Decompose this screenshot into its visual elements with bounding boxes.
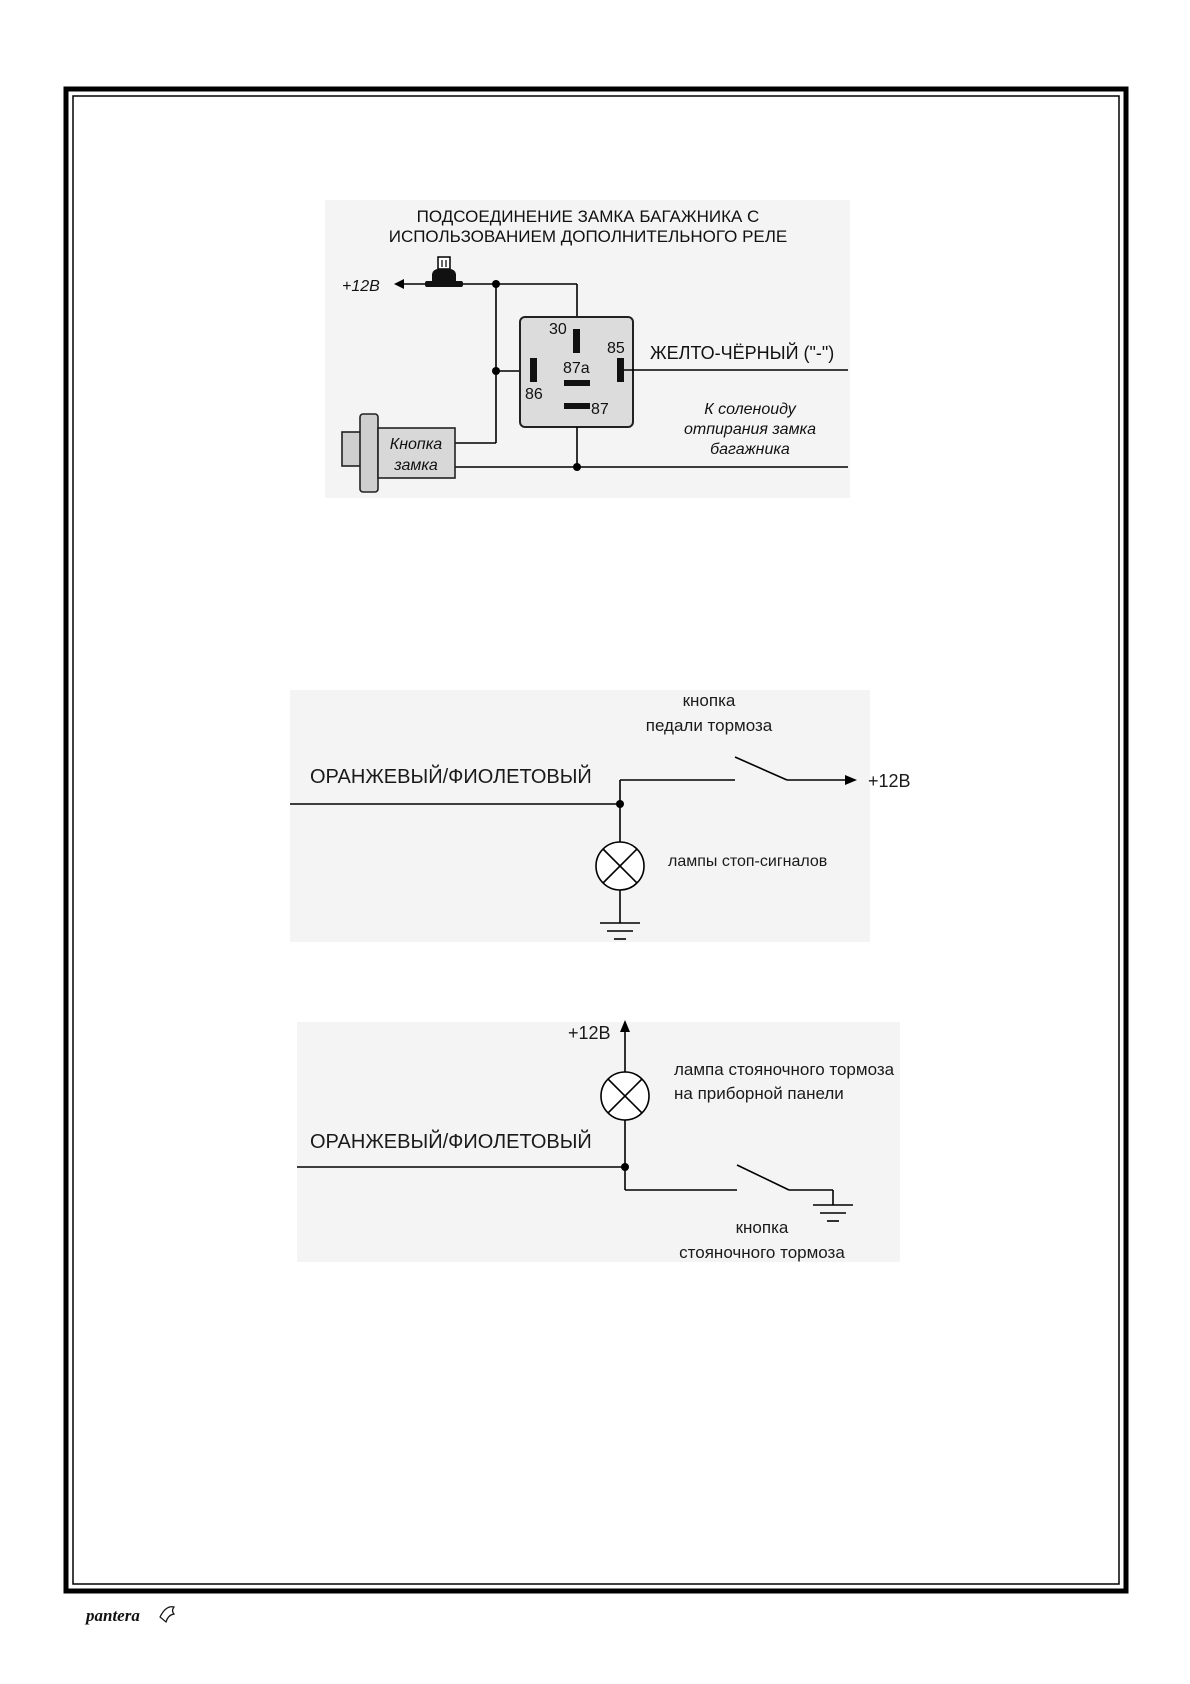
relay-pin-87-label: 87 xyxy=(591,401,609,418)
relay-pin-86-label: 86 xyxy=(525,386,543,403)
relay-pin-86 xyxy=(530,358,537,382)
yellow-black-wire-label: ЖЕЛТО-ЧЁРНЫЙ ("-") xyxy=(650,342,834,363)
stop-lamps-label: лампы стоп-сигналов xyxy=(668,853,827,870)
diagram1-power-label: +12В xyxy=(342,278,380,295)
brake-switch-label-line2: педали тормоза xyxy=(646,716,773,735)
arrow-left-icon xyxy=(394,279,404,289)
brand-logo-text: pantera xyxy=(84,1606,140,1625)
lock-button: Кнопка замка xyxy=(341,413,456,493)
relay-pin-87a-label: 87a xyxy=(563,360,590,377)
fuse-icon xyxy=(425,256,463,287)
diagram2-panel xyxy=(290,690,870,942)
lamp-icon xyxy=(595,841,645,891)
relay-pin-30 xyxy=(573,329,580,353)
lock-button-label-line2: замка xyxy=(393,457,438,474)
relay: 30 85 87a 86 87 xyxy=(519,316,634,428)
parking-lamp-label-line2: на приборной панели xyxy=(674,1084,844,1103)
brake-switch-label-line1: кнопка xyxy=(683,691,736,710)
ground-icon xyxy=(600,922,640,940)
parking-lamp-label-line1: лампа стояночного тормоза xyxy=(674,1060,895,1079)
relay-pin-87 xyxy=(564,403,590,409)
diagram1-title-line1: ПОДСОЕДИНЕНИЕ ЗАМКА БАГАЖНИКА С xyxy=(417,207,760,226)
diagram2-wire-label: ОРАНЖЕВЫЙ/ФИОЛЕТОВЫЙ xyxy=(310,764,592,788)
switch-icon xyxy=(734,756,788,781)
solenoid-label-line3: багажника xyxy=(710,441,790,458)
panther-icon xyxy=(159,1606,176,1624)
diagram3-panel xyxy=(297,1022,900,1262)
diagram2-power-label: +12В xyxy=(868,771,911,791)
brand-logo: pantera xyxy=(84,1606,176,1625)
arrow-up-icon xyxy=(620,1020,630,1032)
parking-switch-label-line1: кнопка xyxy=(736,1218,789,1237)
lock-button-label-line1: Кнопка xyxy=(390,436,442,453)
parking-brake-diagram: +12В лампа стояночного тормоза на прибор… xyxy=(297,1020,900,1262)
diagram3-power-label: +12В xyxy=(568,1023,611,1043)
brake-lights-diagram: кнопка педали тормоза ОРАНЖЕВЫЙ/ФИОЛЕТОВ… xyxy=(290,690,911,942)
arrow-right-icon xyxy=(845,775,857,785)
page-frame xyxy=(63,86,1129,1594)
trunk-relay-diagram: ПОДСОЕДИНЕНИЕ ЗАМКА БАГАЖНИКА С ИСПОЛЬЗО… xyxy=(325,200,850,498)
lamp-icon xyxy=(600,1071,650,1121)
ground-icon xyxy=(813,1204,853,1222)
junction-dot xyxy=(621,1163,629,1171)
diagram1-title-line2: ИСПОЛЬЗОВАНИЕМ ДОПОЛНИТЕЛЬНОГО РЕЛЕ xyxy=(389,227,788,246)
diagram3-wire-label: ОРАНЖЕВЫЙ/ФИОЛЕТОВЫЙ xyxy=(310,1129,592,1153)
solenoid-label-line1: К соленоиду xyxy=(704,401,797,418)
relay-pin-30-label: 30 xyxy=(549,321,567,338)
switch-icon xyxy=(736,1164,790,1191)
relay-pin-85-label: 85 xyxy=(607,340,625,357)
relay-pin-85 xyxy=(617,358,624,382)
relay-pin-87a xyxy=(564,380,590,386)
parking-switch-label-line2: стояночного тормоза xyxy=(679,1243,845,1262)
solenoid-label-line2: отпирания замка xyxy=(684,421,816,438)
